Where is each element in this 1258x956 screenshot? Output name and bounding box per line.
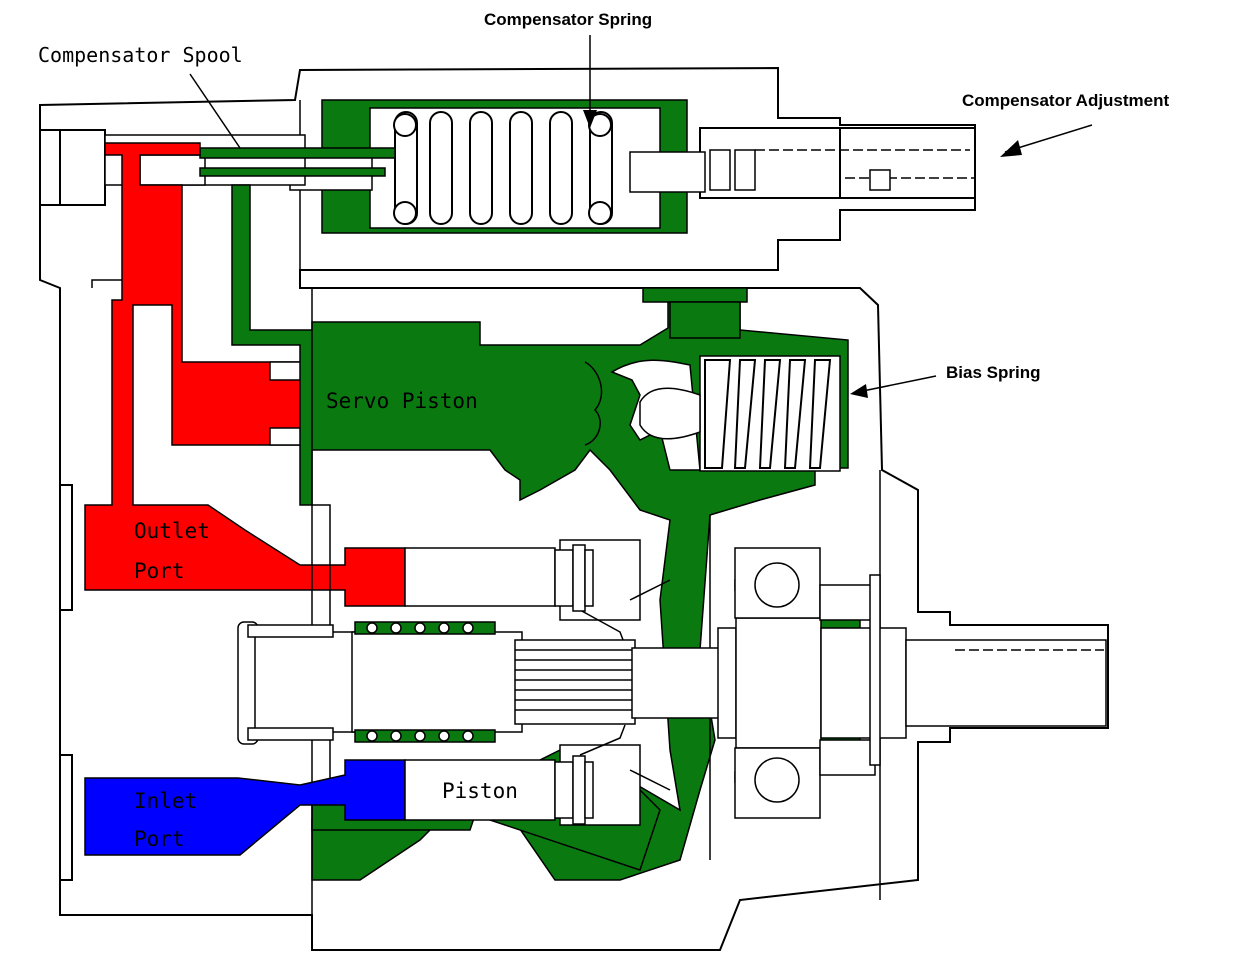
drive-shaft [237,617,1107,749]
label-compensator-adjustment: Compensator Adjustment [962,91,1170,110]
compensator-spring [393,111,613,225]
label-outlet-port-line2: Port [134,559,185,583]
label-inlet-port-line2: Port [134,827,185,851]
arrow-compensator-spool [189,73,241,149]
shaft-bearing [734,547,881,819]
label-compensator-spool: Compensator Spool [38,43,243,67]
label-piston: Piston [442,779,518,803]
upper-piston [404,544,594,612]
label-inlet-port-line1: Inlet [134,789,197,813]
lower-piston [404,755,594,825]
arrow-bias-spring [857,375,937,393]
label-servo-piston: Servo Piston [326,389,478,413]
labels: Compensator Spring Compensator Spool Com… [38,10,1170,851]
servo-piston-body [584,361,603,446]
leader-arrows [189,35,1093,398]
barrel-spring [354,621,496,743]
label-outlet-port-line1: Outlet [134,519,210,543]
bias-spring [639,355,841,472]
compensator-adjustment-screw [699,127,976,199]
label-bias-spring: Bias Spring [946,363,1040,382]
label-compensator-spring: Compensator Spring [484,10,652,29]
compensator-spring-housing [289,99,706,234]
